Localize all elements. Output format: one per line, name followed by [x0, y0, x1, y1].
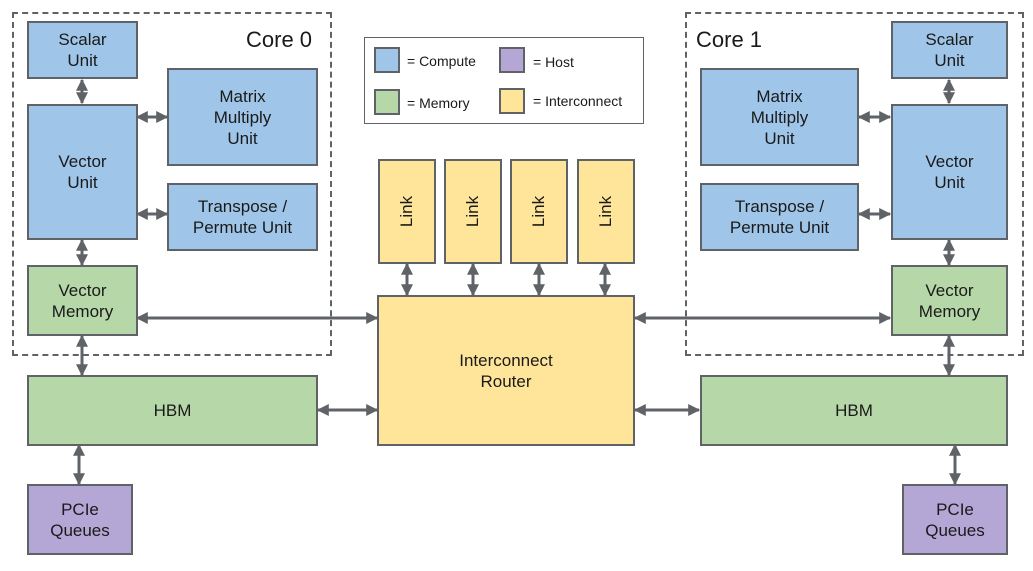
core0-vector-memory: Vector Memory [27, 265, 138, 336]
link-4-label: Link [596, 195, 616, 228]
legend: = Compute = Host = Memory = Interconnect [364, 37, 644, 124]
link-3: Link [510, 159, 568, 264]
legend-swatch-interconnect [499, 88, 525, 114]
legend-label-compute: = Compute [407, 53, 476, 69]
core1-scalar-unit: Scalar Unit [891, 21, 1008, 79]
core0-scalar-unit: Scalar Unit [27, 21, 138, 79]
legend-label-host: = Host [533, 54, 574, 70]
legend-swatch-memory [374, 89, 400, 115]
hbm-left: HBM [27, 375, 318, 446]
core1-boundary [685, 12, 1024, 356]
core0-title: Core 0 [246, 27, 313, 52]
core1-vector-memory: Vector Memory [891, 265, 1008, 336]
link-4: Link [577, 159, 635, 264]
link-3-label: Link [529, 195, 549, 228]
core1-transpose-permute-unit: Transpose / Permute Unit [700, 183, 859, 251]
legend-swatch-host [499, 47, 525, 73]
link-1: Link [378, 159, 436, 264]
core1-matrix-multiply-unit: Matrix Multiply Unit [700, 68, 859, 166]
core0-transpose-permute-unit: Transpose / Permute Unit [167, 183, 318, 251]
core0-boundary [12, 12, 332, 356]
legend-label-interconnect: = Interconnect [533, 93, 623, 109]
core1-vector-unit: Vector Unit [891, 104, 1008, 240]
core0-matrix-multiply-unit: Matrix Multiply Unit [167, 68, 318, 166]
core1-title: Core 1 [696, 27, 763, 52]
link-1-label: Link [397, 195, 417, 228]
pcie-queues-left: PCIe Queues [27, 484, 133, 555]
core0-vector-unit: Vector Unit [27, 104, 138, 240]
pcie-queues-right: PCIe Queues [902, 484, 1008, 555]
link-2: Link [444, 159, 502, 264]
interconnect-router: Interconnect Router [377, 295, 635, 446]
link-2-label: Link [463, 195, 483, 228]
hbm-right: HBM [700, 375, 1008, 446]
legend-swatch-compute [374, 47, 400, 73]
legend-label-memory: = Memory [407, 95, 470, 111]
